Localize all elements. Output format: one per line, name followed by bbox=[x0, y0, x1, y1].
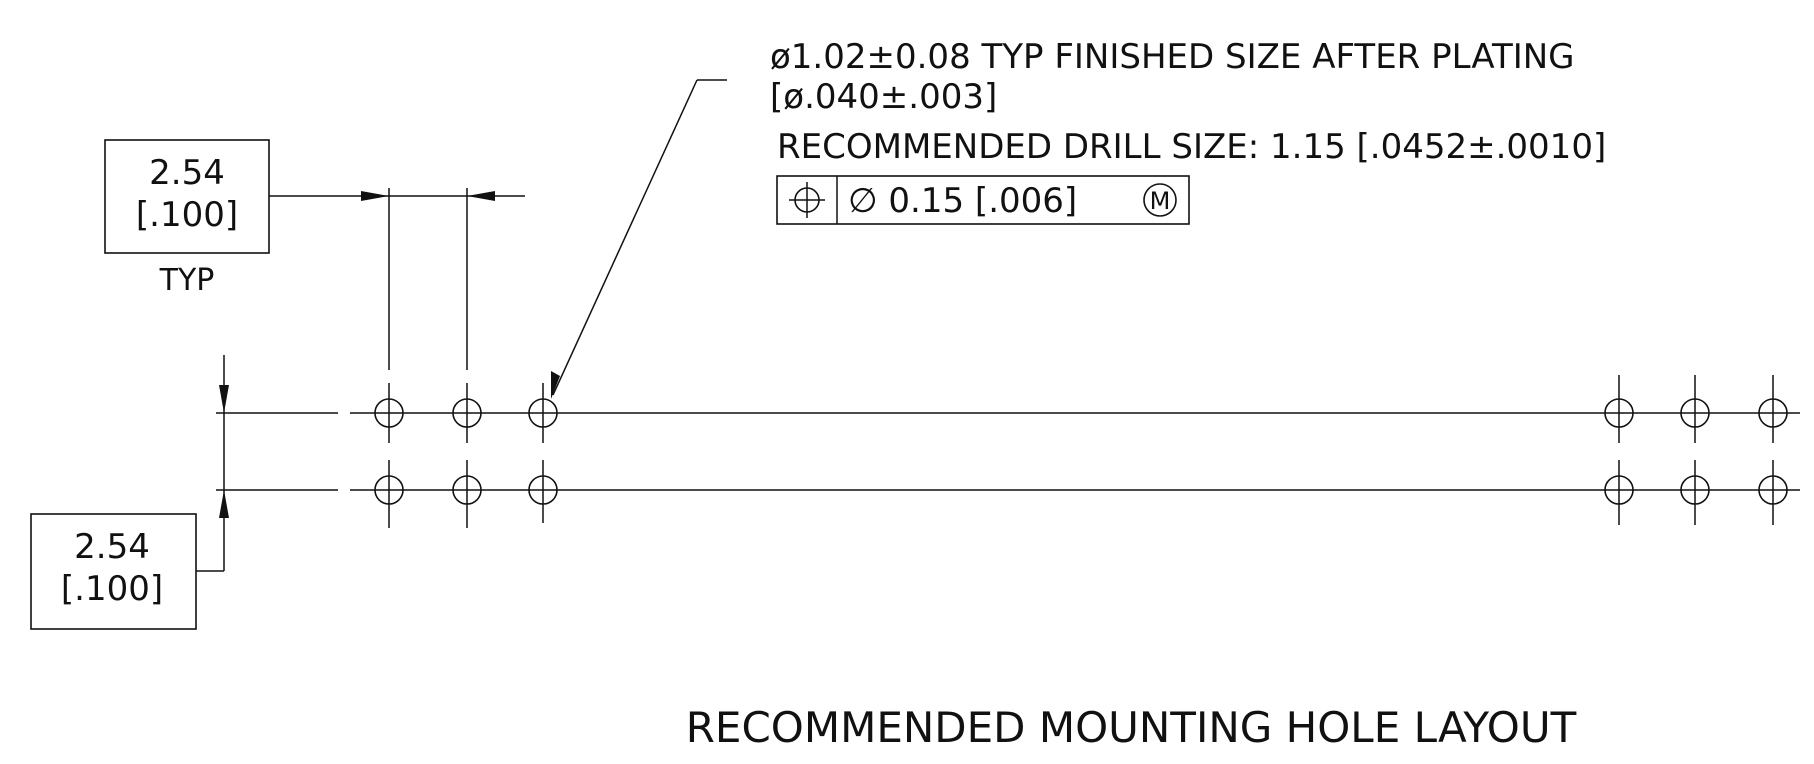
leader-line bbox=[552, 79, 698, 396]
mounting-hole bbox=[452, 460, 482, 528]
hole-group-right bbox=[1604, 375, 1788, 525]
arrowhead bbox=[551, 371, 560, 399]
hole-callout-leader bbox=[551, 79, 727, 399]
arrowhead bbox=[219, 490, 229, 518]
pitch-dimension-vertical: 2.54 [.100] bbox=[30, 355, 229, 630]
position-icon bbox=[789, 182, 825, 218]
fcf-frame bbox=[776, 175, 1190, 225]
mounting-hole bbox=[528, 460, 558, 523]
pitch-dimension-horizontal: 2.54 [.100] TYP bbox=[104, 139, 525, 370]
mmc-modifier-letter: M bbox=[1150, 187, 1171, 215]
mounting-hole bbox=[528, 383, 558, 443]
dimension-metric: 2.54 bbox=[149, 153, 225, 193]
arrowhead bbox=[467, 191, 495, 201]
row-centerlines bbox=[216, 412, 1800, 491]
mounting-hole bbox=[374, 460, 404, 528]
dimension-box bbox=[104, 139, 270, 254]
mounting-hole bbox=[1604, 460, 1634, 525]
mounting-hole bbox=[1604, 375, 1634, 443]
hole-group-left bbox=[374, 383, 558, 528]
dimension-metric: 2.54 bbox=[74, 527, 150, 567]
mounting-hole bbox=[1680, 460, 1710, 525]
drawing-caption: RECOMMENDED MOUNTING HOLE LAYOUT bbox=[686, 703, 1577, 752]
arrowhead bbox=[361, 191, 389, 201]
note-finished-size-inch: [ø.040±.003] bbox=[770, 77, 997, 117]
dimension-inch: [.100] bbox=[136, 195, 238, 235]
mounting-hole bbox=[452, 383, 482, 443]
dimension-suffix: TYP bbox=[159, 263, 215, 298]
fcf-tolerance: ∅ 0.15 [.006] bbox=[848, 181, 1077, 221]
dimension-box bbox=[30, 513, 197, 630]
note-drill-size: RECOMMENDED DRILL SIZE: 1.15 [.0452±.001… bbox=[777, 127, 1606, 167]
mounting-hole bbox=[1758, 375, 1788, 443]
dimension-inch: [.100] bbox=[61, 569, 163, 609]
mounting-hole bbox=[1680, 375, 1710, 443]
note-finished-size: ø1.02±0.08 TYP FINISHED SIZE AFTER PLATI… bbox=[770, 37, 1575, 77]
arrowhead bbox=[219, 385, 229, 413]
mmc-modifier-icon: M bbox=[1143, 183, 1177, 217]
hole-specification-notes: ø1.02±0.08 TYP FINISHED SIZE AFTER PLATI… bbox=[770, 37, 1606, 167]
mounting-hole bbox=[374, 383, 404, 443]
feature-control-frame: ∅ 0.15 [.006] M bbox=[776, 175, 1190, 225]
mounting-hole bbox=[1758, 460, 1788, 525]
